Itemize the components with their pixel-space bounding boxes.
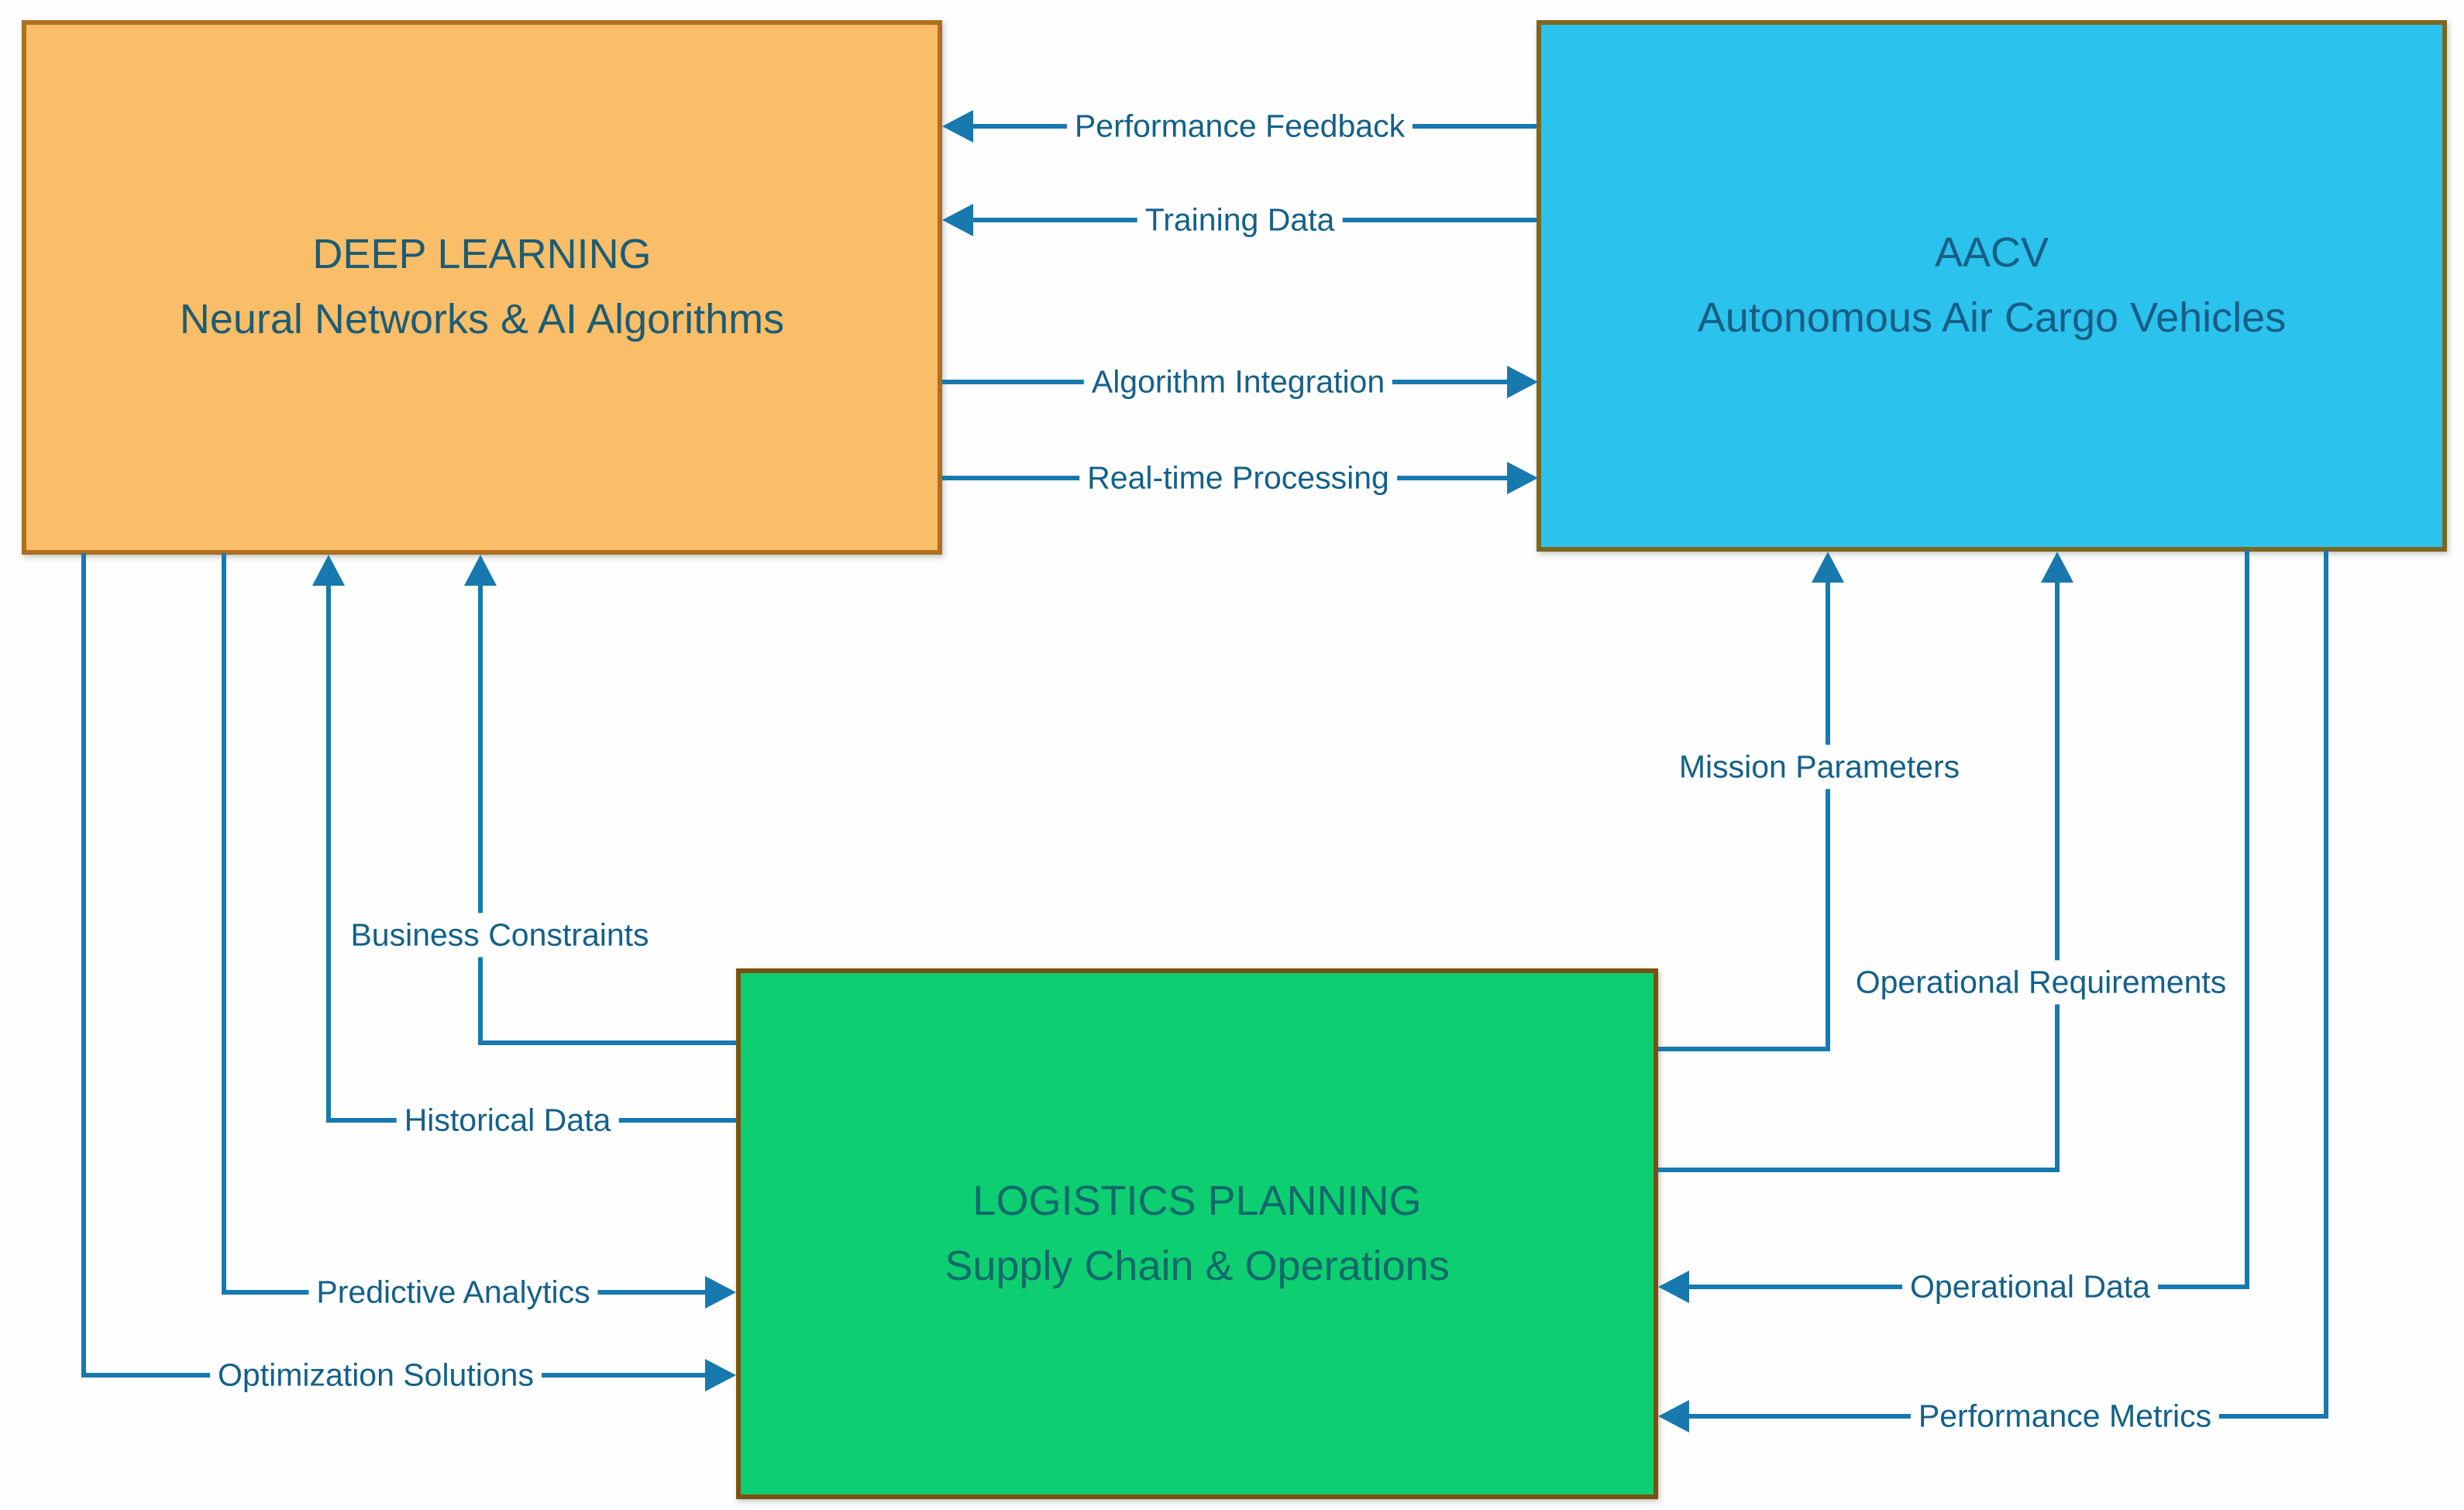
arrowhead-left-icon: [942, 110, 973, 143]
edge-line-vertical: [81, 553, 86, 1378]
edge-label: Performance Feedback: [1066, 104, 1413, 149]
edge-label: Optimization Solutions: [210, 1353, 542, 1398]
edge-line-vertical: [478, 584, 483, 1045]
node-logistics-planning: LOGISTICS PLANNING Supply Chain & Operat…: [736, 968, 1658, 1499]
edge-line-vertical: [2245, 550, 2249, 1289]
arrowhead-right-icon: [705, 1359, 736, 1391]
edge-label: Performance Metrics: [1910, 1394, 2220, 1439]
edge-line-horizontal: [478, 1040, 736, 1045]
edge-label: Operational Data: [1902, 1264, 2158, 1309]
arrowhead-up-icon: [464, 555, 497, 586]
edge-line-vertical: [1826, 581, 1830, 1051]
node-subtitle: Autonomous Air Cargo Vehicles: [1697, 294, 2287, 341]
arrowhead-left-icon: [1658, 1400, 1689, 1433]
node-title: AACV: [1934, 229, 2049, 277]
edge-label: Mission Parameters: [1671, 745, 1968, 789]
edge-line-vertical: [326, 584, 331, 1123]
arrowhead-left-icon: [1658, 1271, 1689, 1303]
edge-line-horizontal: [1658, 1047, 1830, 1051]
arrowhead-left-icon: [942, 204, 973, 236]
arrowhead-up-icon: [1812, 552, 1844, 583]
edge-line-horizontal: [1658, 1168, 2060, 1172]
arrowhead-right-icon: [705, 1276, 736, 1309]
node-subtitle: Neural Networks & AI Algorithms: [179, 296, 785, 342]
node-title: LOGISTICS PLANNING: [972, 1177, 1422, 1224]
edge-label: Operational Requirements: [1847, 960, 2235, 1005]
edge-line-vertical: [2055, 581, 2060, 1172]
node-aacv: AACV Autonomous Air Cargo Vehicles: [1537, 20, 2447, 552]
node-subtitle: Supply Chain & Operations: [945, 1242, 1450, 1289]
arrowhead-up-icon: [2041, 552, 2073, 583]
arrowhead-right-icon: [1507, 366, 1538, 398]
edge-label: Algorithm Integration: [1083, 359, 1393, 404]
edge-line-vertical: [222, 553, 226, 1295]
node-title: DEEP LEARNING: [312, 231, 652, 278]
edge-label: Historical Data: [396, 1098, 619, 1143]
edge-label: Predictive Analytics: [308, 1270, 598, 1315]
edge-label: Training Data: [1137, 198, 1343, 242]
arrowhead-up-icon: [312, 555, 345, 586]
edge-label: Real-time Processing: [1079, 456, 1397, 500]
arrowhead-right-icon: [1507, 462, 1538, 494]
edge-label: Business Constraints: [342, 913, 657, 958]
edge-line-vertical: [2324, 550, 2328, 1419]
node-deep-learning: DEEP LEARNING Neural Networks & AI Algor…: [22, 20, 942, 555]
